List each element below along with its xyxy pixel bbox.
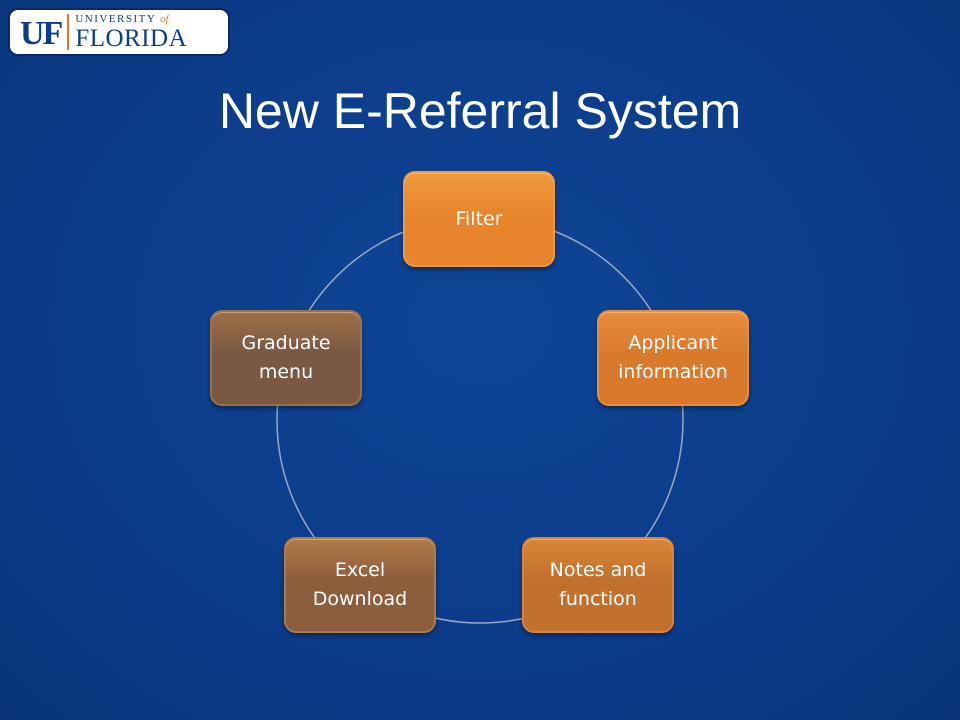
cycle-node-filter[interactable]: Filter bbox=[403, 171, 555, 267]
cycle-node-notes-and-function[interactable]: Notes and function bbox=[522, 537, 674, 633]
logo-of: of bbox=[160, 12, 169, 25]
logo-florida: FLORIDA bbox=[75, 24, 188, 52]
logo-wordmark: UNIVERSITY of FLORIDA bbox=[67, 12, 188, 52]
uf-logo: UF UNIVERSITY of FLORIDA bbox=[8, 8, 230, 56]
logo-uf-mark: UF bbox=[20, 15, 63, 52]
logo-university-text: UNIVERSITY bbox=[75, 12, 156, 25]
cycle-node-applicant-information[interactable]: Applicant information bbox=[597, 310, 749, 406]
cycle-node-excel-download[interactable]: Excel Download bbox=[284, 537, 436, 633]
cycle-node-graduate-menu[interactable]: Graduate menu bbox=[210, 310, 362, 406]
slide-title: New E-Referral System bbox=[218, 83, 742, 139]
logo-university: UNIVERSITY of bbox=[75, 12, 187, 25]
